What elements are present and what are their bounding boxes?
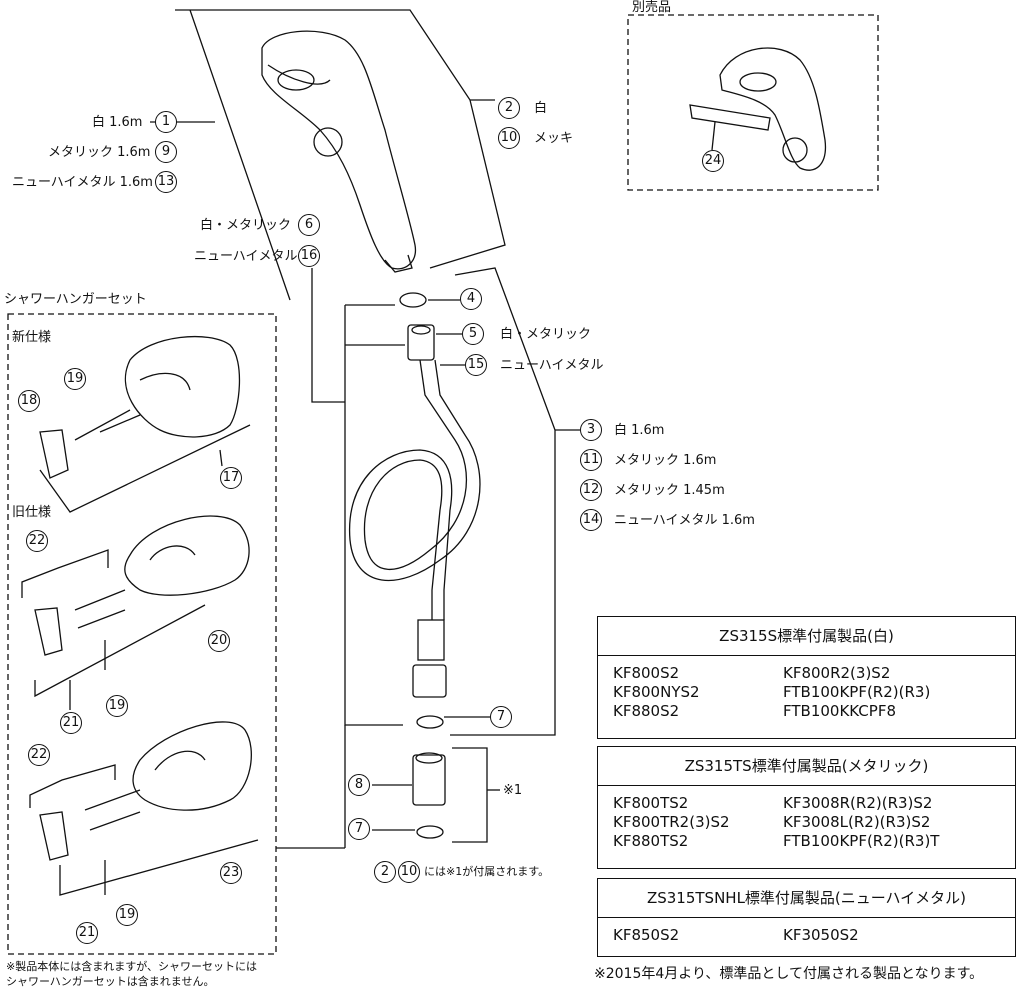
label-new-hi-metal-1.6m: ニューハイメタル 1.6m: [12, 175, 153, 190]
part-22-b: 22: [28, 744, 50, 766]
table-cell: FTB100KPF(R2)(R3): [783, 683, 931, 701]
table-white: ZS315S標準付属製品(白) KF800S2 KF800R2(3)S2 KF80…: [597, 616, 1016, 739]
part-7-top: 7: [490, 706, 512, 728]
label-hose-white: 白 1.6m: [614, 423, 665, 438]
table-white-title: ZS315S標準付属製品(白): [598, 617, 1015, 656]
table-cell: KF800S2: [613, 664, 680, 682]
table-cell: KF880S2: [613, 702, 680, 720]
table-cell: KF800R2(3)S2: [783, 664, 891, 682]
bottom-note: ※2015年4月より、標準品として付属される製品となります。: [594, 966, 984, 982]
label-white-metallic-6: 白・メタリック: [200, 218, 292, 233]
new-spec-label: 新仕様: [12, 330, 52, 345]
table-cell: KF880TS2: [613, 832, 689, 850]
part-3: 3: [580, 419, 602, 441]
part-23: 23: [220, 862, 242, 884]
label-metallic-1.6m: メタリック 1.6m: [48, 145, 151, 160]
part-20: 20: [208, 630, 230, 652]
part-9: 9: [155, 141, 177, 163]
part-21-b: 21: [76, 922, 98, 944]
hanger-old1-drawing: [124, 515, 250, 596]
part-21-a: 21: [60, 712, 82, 734]
part-2: 2: [498, 97, 520, 119]
label-white-1.6m: 白 1.6m: [92, 115, 143, 130]
part-24: 24: [702, 150, 724, 172]
hanger-set-title: シャワーハンガーセット: [4, 292, 147, 307]
part-10-note: 10: [398, 861, 420, 883]
table-cell: KF3008R(R2)(R3)S2: [783, 794, 933, 812]
part-11: 11: [580, 449, 602, 471]
part-4: 4: [460, 288, 482, 310]
part-12: 12: [580, 479, 602, 501]
label-new-hi-metal-16: ニューハイメタル: [194, 249, 298, 264]
sold-separately-box: [627, 14, 879, 191]
table-cell: KF800NYS2: [613, 683, 700, 701]
optional-shower-drawing: [719, 47, 827, 171]
part-13: 13: [155, 171, 177, 193]
hanger-new-drawing: [124, 335, 241, 438]
part-10: 10: [498, 127, 520, 149]
label-hose-metallic-1.45: メタリック 1.45m: [614, 483, 725, 498]
part-19-new: 19: [64, 368, 86, 390]
part-16: 16: [298, 245, 320, 267]
table-cell: KF800TR2(3)S2: [613, 813, 730, 831]
table-cell: KF3050S2: [783, 926, 859, 944]
part-7-bottom: 7: [348, 818, 370, 840]
optional-plate-drawing: [689, 104, 771, 131]
table-new-hi-metal: ZS315TSNHL標準付属製品(ニューハイメタル) KF850S2 KF3050…: [597, 878, 1016, 957]
leader-2: [245, 9, 495, 101]
part-6: 6: [298, 214, 320, 236]
leader-6-16: [311, 268, 345, 403]
label-white-2: 白: [534, 101, 548, 116]
label-hose-metallic-1.6: メタリック 1.6m: [614, 453, 717, 468]
table-cell: KF800TS2: [613, 794, 689, 812]
part-19-b: 19: [116, 904, 138, 926]
part-14: 14: [580, 509, 602, 531]
attached-note: には※1が付属されます。: [424, 865, 550, 878]
label-white-metallic-5: 白・メタリック: [500, 327, 592, 342]
footnote-line2: シャワーハンガーセットは含まれません。: [6, 975, 215, 988]
hanger-set-box: [7, 313, 277, 955]
table-metallic-title: ZS315TS標準付属製品(メタリック): [598, 747, 1015, 786]
part-15: 15: [465, 354, 487, 376]
part-19-a: 19: [106, 695, 128, 717]
part-17: 17: [220, 467, 242, 489]
old-spec-label: 旧仕様: [12, 505, 52, 520]
label-hose-new-hi-metal: ニューハイメタル 1.6m: [614, 513, 755, 528]
label-plating: メッキ: [534, 131, 574, 146]
part-8: 8: [348, 774, 370, 796]
table-cell: KF3008L(R2)(R3)S2: [783, 813, 931, 831]
table-metallic: ZS315TS標準付属製品(メタリック) KF800TS2 KF3008R(R2)…: [597, 746, 1016, 869]
label-new-hi-metal-15: ニューハイメタル: [500, 358, 604, 373]
table-new-hi-metal-title: ZS315TSNHL標準付属製品(ニューハイメタル): [598, 879, 1015, 918]
part-18: 18: [18, 390, 40, 412]
part-5: 5: [462, 323, 484, 345]
part-2-note: 2: [374, 861, 396, 883]
part-22-a: 22: [26, 530, 48, 552]
footnote-line1: ※製品本体には含まれますが、シャワーセットには: [6, 960, 257, 973]
table-cell: FTB100KKCPF8: [783, 702, 896, 720]
leader-left-shower: [175, 9, 291, 301]
sold-separately-label: 別売品: [632, 0, 672, 15]
part-1: 1: [155, 111, 177, 133]
table-cell: FTB100KPF(R2)(R3)T: [783, 832, 940, 850]
note-mark-1: ※1: [503, 783, 523, 798]
table-cell: KF850S2: [613, 926, 680, 944]
hanger-old2-drawing: [132, 721, 252, 811]
